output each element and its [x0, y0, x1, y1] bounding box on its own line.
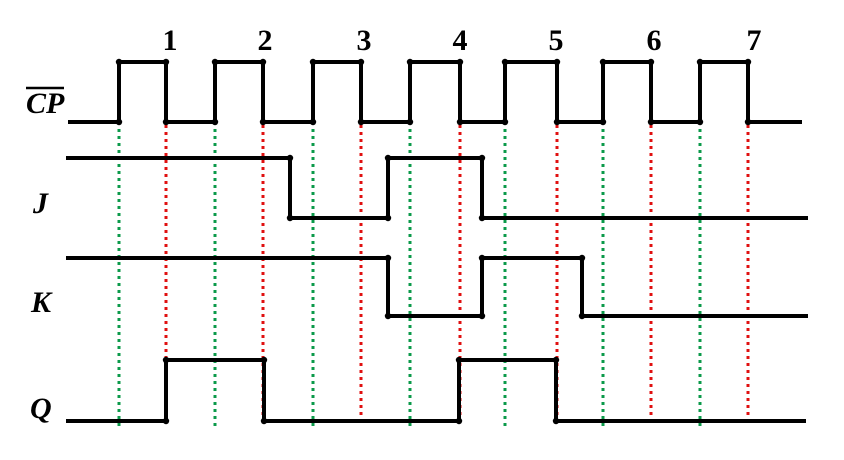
corner-dot	[501, 58, 509, 66]
corner-dot	[696, 118, 704, 126]
k-label: K	[30, 286, 53, 319]
corner-dot	[259, 118, 267, 126]
corner-dot	[309, 58, 317, 66]
corner-dot	[744, 118, 752, 126]
corner-dot	[357, 58, 365, 66]
cp-waveform	[68, 60, 802, 124]
pulse-number-5: 5	[549, 24, 564, 57]
corner-dot	[478, 254, 486, 262]
corner-dot	[647, 118, 655, 126]
corner-dot	[478, 312, 486, 320]
corner-dot	[501, 118, 509, 126]
corner-dot	[286, 214, 294, 222]
corner-dot	[211, 118, 219, 126]
corner-dot	[456, 58, 464, 66]
pulse-number-2: 2	[258, 24, 273, 57]
corner-dot	[696, 58, 704, 66]
corner-dot	[260, 356, 268, 364]
corner-dot	[357, 118, 365, 126]
corner-dot	[599, 118, 607, 126]
corner-dot	[455, 417, 463, 425]
corner-dot	[553, 58, 561, 66]
corner-dot	[115, 118, 123, 126]
corner-dot	[478, 154, 486, 162]
corner-dot	[115, 58, 123, 66]
pulse-number-1: 1	[163, 24, 178, 57]
pulse-number-6: 6	[647, 24, 662, 57]
corner-dot	[162, 417, 170, 425]
corner-dot	[162, 118, 170, 126]
corner-dot	[552, 417, 560, 425]
cp-label: CP	[26, 87, 65, 120]
corner-dot	[553, 118, 561, 126]
corner-dot	[578, 312, 586, 320]
corner-dot	[162, 356, 170, 364]
k-waveform	[66, 256, 808, 318]
corner-dot	[211, 58, 219, 66]
q-waveform	[66, 358, 806, 423]
corner-dot	[384, 312, 392, 320]
corner-dots	[115, 58, 752, 425]
corner-dot	[286, 154, 294, 162]
corner-dot	[309, 118, 317, 126]
corner-dot	[384, 154, 392, 162]
waveforms	[66, 60, 808, 423]
corner-dot	[406, 118, 414, 126]
corner-dot	[478, 214, 486, 222]
corner-dot	[384, 254, 392, 262]
j-waveform	[66, 156, 808, 220]
corner-dot	[599, 58, 607, 66]
corner-dot	[406, 58, 414, 66]
corner-dot	[578, 254, 586, 262]
pulse-number-3: 3	[357, 24, 372, 57]
j-label: J	[32, 187, 49, 220]
corner-dot	[647, 58, 655, 66]
q-label: Q	[30, 392, 52, 425]
corner-dot	[552, 356, 560, 364]
corner-dot	[162, 58, 170, 66]
corner-dot	[384, 214, 392, 222]
corner-dot	[456, 118, 464, 126]
pulse-number-4: 4	[453, 24, 468, 57]
corner-dot	[259, 58, 267, 66]
pulse-number-7: 7	[747, 24, 762, 57]
corner-dot	[455, 356, 463, 364]
corner-dot	[260, 417, 268, 425]
corner-dot	[744, 58, 752, 66]
